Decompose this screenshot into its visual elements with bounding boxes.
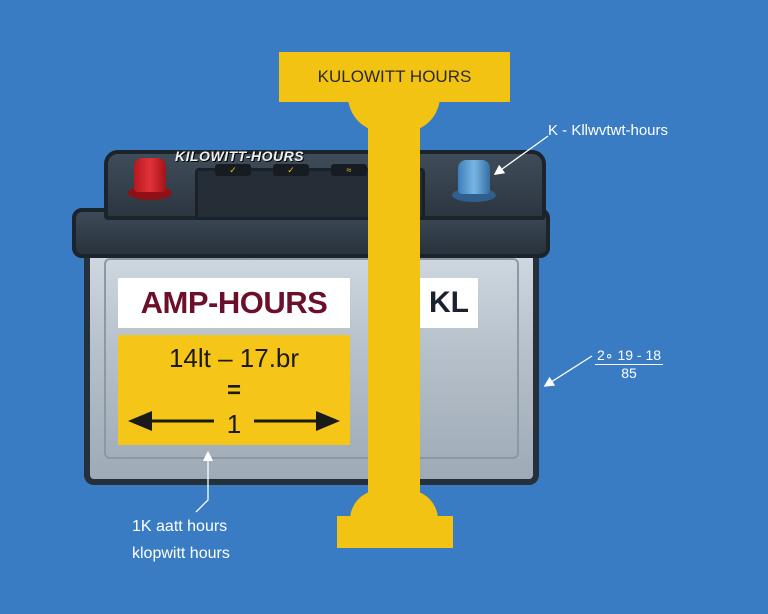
annotation-bottom-line-2: klopwitt hours [132,545,230,562]
fraction-denominator: 85 [621,365,637,381]
conversion-result: 1 [226,409,242,439]
annotation-fraction: 2∘ 19 - 18 85 [595,347,664,381]
indicator-icon: ≈ [331,164,367,176]
leader-fraction [543,355,593,387]
battery-top-label: KILOWITT-HOURS [175,148,305,164]
positive-terminal-cap [134,158,166,192]
fraction-numerator: 2∘ 19 - 18 [595,347,664,365]
kl-label: KL [420,278,478,328]
conversion-expression: 14lt – 17.br [168,343,300,373]
conversion-panel: 14lt – 17.br = 1 [118,335,350,445]
battery-body-trim [104,258,519,459]
beam-bottom-flare [350,490,438,520]
negative-terminal-cap [458,160,490,194]
annotation-bottom-line-1: 1K aatt hours [132,518,228,535]
negative-terminal-icon [452,160,496,206]
indicator-icon: ✓ [215,164,251,176]
double-arrow-icon [128,411,340,431]
beam-label: KULOWITT HOURS [317,67,472,86]
battery-indicator-row: ✓ ✓ ≈ [215,164,367,176]
beam-foot [337,516,453,548]
indicator-icon: ✓ [273,164,309,176]
beam-top-bar [279,52,510,102]
conversion-equals: = [226,377,241,404]
amp-hours-label: AMP-HOURS [118,278,350,328]
beam-stem [368,100,420,520]
positive-terminal-icon [128,158,172,204]
annotation-top-right: K - Kllwvtwt-hours [548,122,669,139]
